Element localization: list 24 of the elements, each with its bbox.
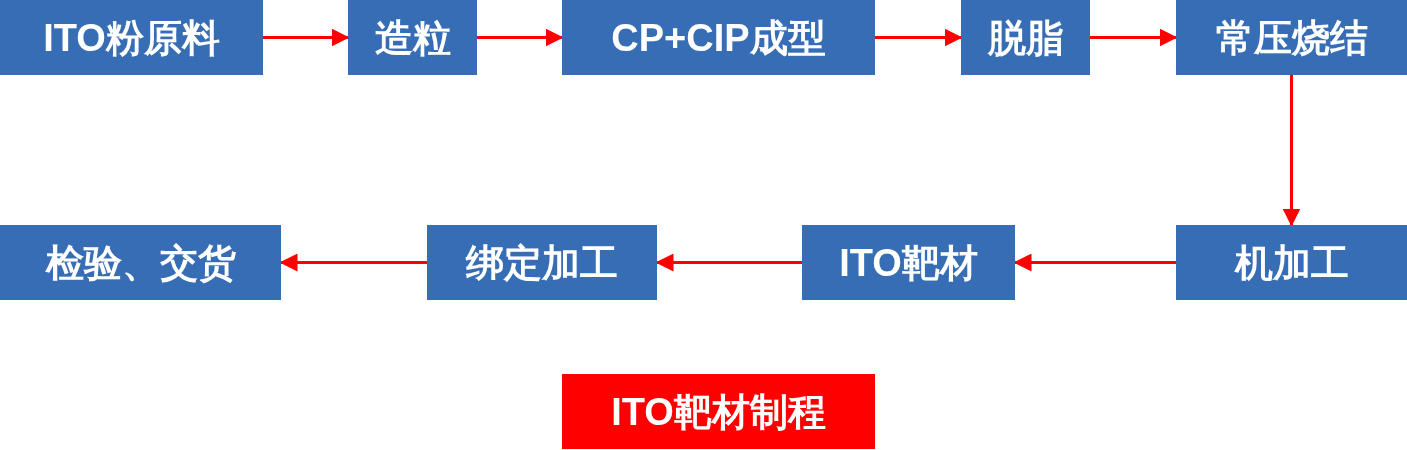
- title: ITO靶材制程: [611, 392, 826, 431]
- process-label: 绑定加工: [466, 243, 618, 282]
- process-label: 机加工: [1234, 243, 1349, 282]
- arrow: [477, 28, 564, 47]
- process-box: [0, 225, 281, 300]
- process-box: [0, 0, 263, 75]
- arrow: [1282, 75, 1301, 227]
- arrow: [875, 28, 963, 47]
- process-box: [1176, 225, 1407, 300]
- process-box: [348, 0, 477, 75]
- process-label: ITO粉原料: [43, 18, 220, 57]
- process-label: 造粒: [374, 18, 451, 57]
- process-box: [802, 225, 1015, 300]
- process-box: [961, 0, 1090, 75]
- arrow: [263, 28, 350, 47]
- process-label: 常压烧结: [1215, 18, 1368, 57]
- process-label: 检验、交货: [45, 243, 236, 282]
- process-label: ITO靶材: [839, 243, 978, 282]
- process-box: [562, 0, 875, 75]
- process-label: CP+CIP成型: [611, 18, 826, 57]
- process-label: 脱脂: [987, 18, 1064, 57]
- process-box: [427, 225, 657, 300]
- arrow: [1090, 28, 1178, 47]
- process-box: [1176, 0, 1407, 75]
